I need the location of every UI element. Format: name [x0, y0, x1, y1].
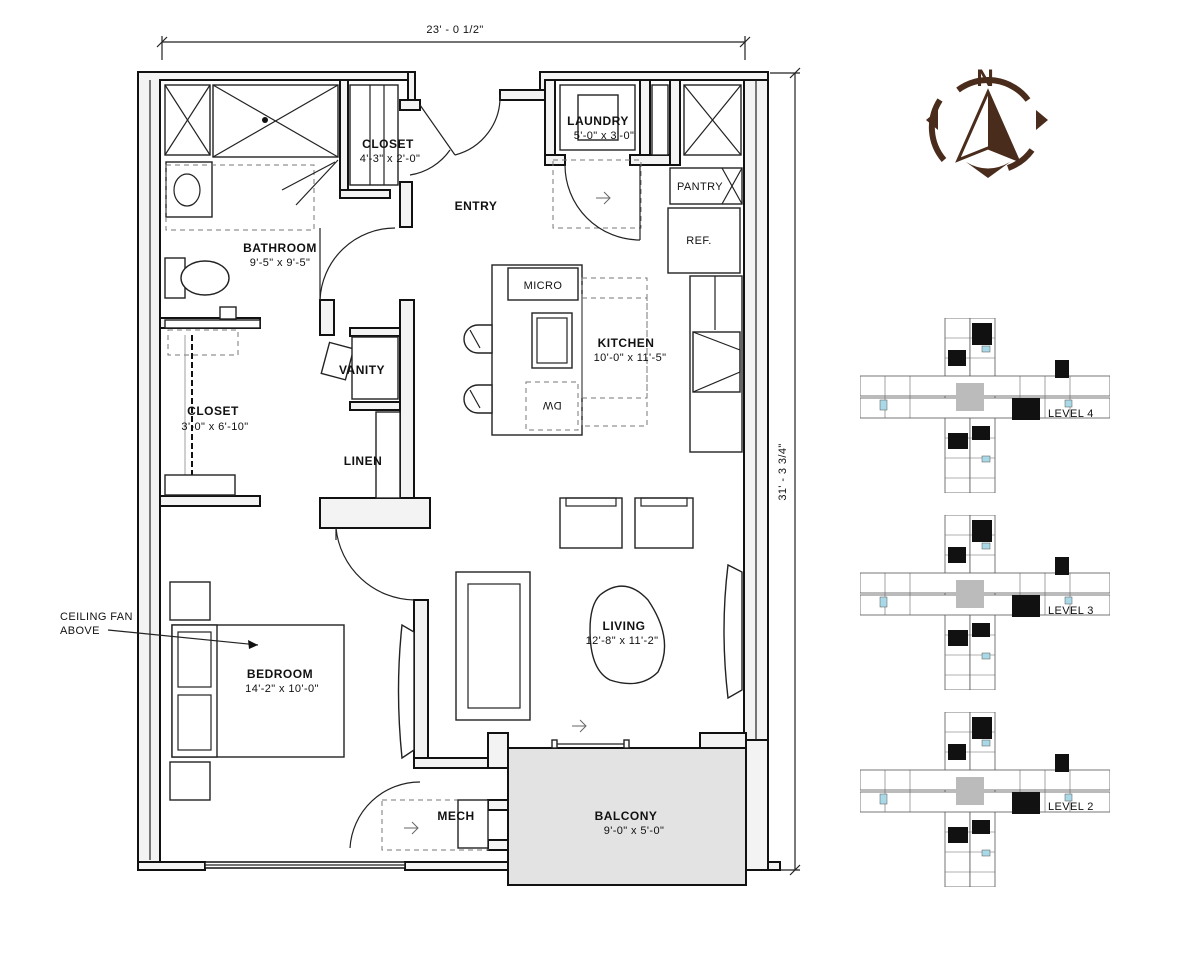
- entry-closet-label: CLOSET: [362, 137, 414, 151]
- ceiling-fan-leader: [107, 629, 259, 649]
- interior-walls: [159, 79, 747, 851]
- bathroom-sink: [165, 161, 213, 218]
- arrow-markers: [404, 191, 611, 835]
- exterior-walls: [137, 71, 781, 871]
- shower-door: [281, 159, 339, 206]
- laundry-size: 5'-0" x 3'-0": [574, 130, 635, 142]
- entry-door-swing: [409, 94, 501, 176]
- living-label: LIVING: [602, 619, 645, 633]
- refrigerator-label: REF.: [686, 235, 711, 247]
- dishwasher-label: DW: [542, 399, 561, 411]
- bedroom-closet-size: 3'-0" x 6'-10": [181, 421, 248, 433]
- armchairs: [559, 497, 694, 549]
- toilet: [164, 257, 230, 299]
- refrigerator: [667, 207, 741, 274]
- balcony-door: [551, 739, 630, 749]
- key-plan-level-2: [860, 712, 1110, 887]
- entry-closet-size: 4'-3" x 2'-0": [360, 153, 421, 165]
- linen-cabinet-top-left: [164, 84, 211, 156]
- width-dimension-line: [156, 36, 751, 60]
- key-plan-level-3: [860, 515, 1110, 690]
- laundry-machines: [552, 84, 742, 241]
- balcony-size: 9'-0" x 5'-0": [604, 825, 665, 837]
- ceiling-fan-note-line2: ABOVE: [60, 625, 100, 637]
- ceiling-fan-note-line1: CEILING FAN: [60, 611, 133, 623]
- bed: [169, 581, 345, 801]
- overall-depth-label: 31' - 3 3/4": [777, 443, 789, 500]
- vanity-label: VANITY: [339, 363, 385, 377]
- key-plan-label-level-2: LEVEL 2: [1048, 801, 1094, 813]
- balcony-label: BALCONY: [595, 809, 658, 823]
- coffee-table: [589, 585, 666, 685]
- bedroom-closet-rods: [164, 335, 236, 496]
- pantry-cabinet: [669, 167, 743, 205]
- bedroom-closet-label: CLOSET: [187, 404, 239, 418]
- bathroom-size: 9'-5" x 9'-5": [250, 257, 311, 269]
- linen-label: LINEN: [344, 454, 383, 468]
- depth-dimension-line: [770, 67, 801, 876]
- bar-stools: [463, 324, 493, 414]
- key-plan-level-4: [860, 318, 1110, 493]
- sofa: [455, 571, 531, 721]
- bedroom-label: BEDROOM: [247, 667, 313, 681]
- bathroom-label: BATHROOM: [243, 241, 317, 255]
- bedroom-door-swing: [335, 527, 415, 601]
- overall-width-label: 23' - 0 1/2": [426, 24, 483, 36]
- living-size: 12'-8" x 11'-2": [586, 635, 659, 647]
- mech-closet: [349, 781, 489, 851]
- pantry-label: PANTRY: [677, 181, 723, 193]
- kitchen-size: 10'-0" x 11'-5": [594, 352, 667, 364]
- kitchen-counter: [689, 275, 743, 453]
- laundry-label: LAUNDRY: [567, 114, 629, 128]
- key-plan-label-level-4: LEVEL 4: [1048, 408, 1094, 420]
- shower: [212, 84, 339, 158]
- vanity-unit: [351, 336, 399, 400]
- kitchen-label: KITCHEN: [598, 336, 655, 350]
- living-windows: [397, 563, 743, 760]
- microwave-label: MICRO: [524, 280, 563, 292]
- key-plan-label-level-3: LEVEL 3: [1048, 605, 1094, 617]
- bedroom-size: 14'-2" x 10'-0": [245, 683, 319, 695]
- compass-north-letter: N: [976, 65, 993, 92]
- linen-shelf: [375, 411, 401, 499]
- north-arrow-icon: [926, 77, 1048, 178]
- bathroom-door-swing: [319, 227, 396, 301]
- entry-label: ENTRY: [455, 199, 498, 213]
- mech-label: MECH: [437, 809, 474, 823]
- entry-closet: [349, 84, 399, 186]
- vanity-counter: [164, 306, 355, 381]
- kitchen-island: [491, 264, 648, 436]
